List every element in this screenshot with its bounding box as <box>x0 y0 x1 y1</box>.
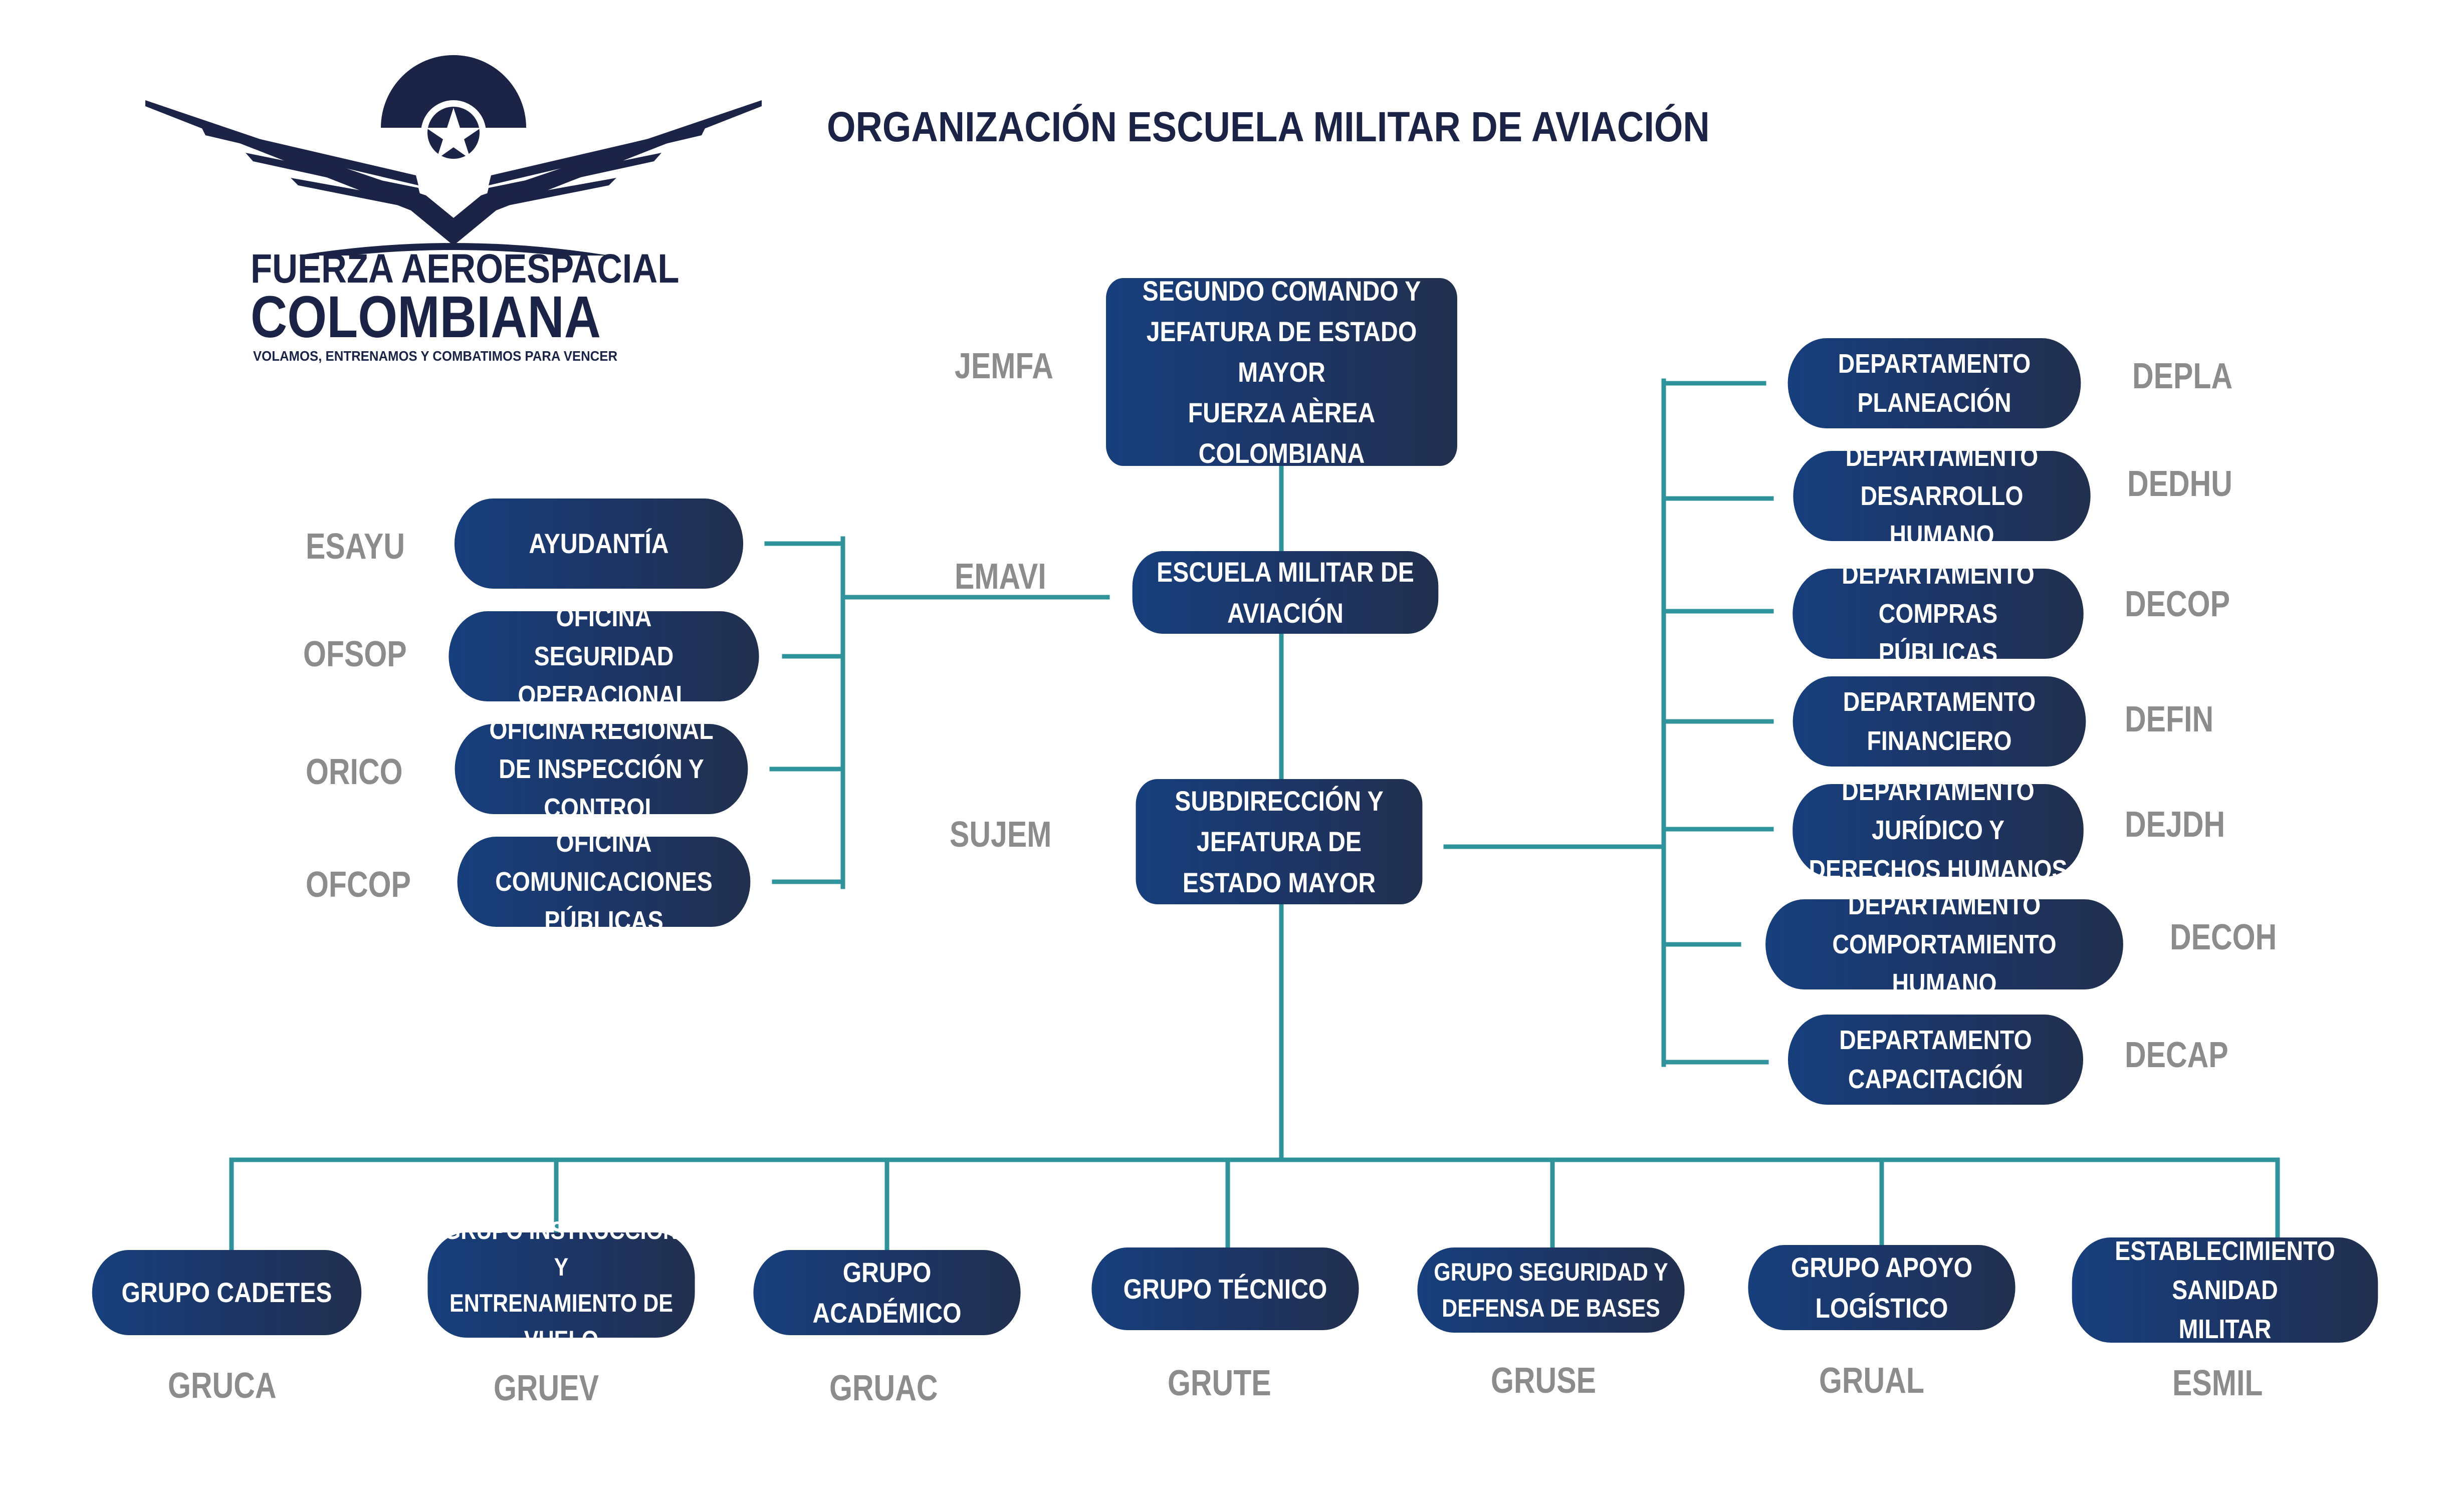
abbr-esayu: ESAYU <box>306 527 405 567</box>
abbr-decoh: DECOH <box>2170 917 2277 957</box>
abbr-ofcop: OFCOP <box>306 865 411 905</box>
abbr-decop: DECOP <box>2125 584 2230 624</box>
fuerza-aeroespacial-logo: FUERZA AEROESPACIAL COLOMBIANA VOLAMOS, … <box>145 45 762 366</box>
node-dejdh: DEPARTAMENTO JURÍDICO Y DERECHOS HUMANOS <box>1793 776 2084 885</box>
node-jemfa: SEGUNDO COMANDO Y JEFATURA DE ESTADO MAY… <box>1106 275 1457 469</box>
abbr-sujem: SUJEM <box>950 815 1052 855</box>
node-gruev: GRUPO INSTRUCCIÓN Y ENTRENAMIENTO DE VUE… <box>427 1216 695 1354</box>
abbr-gruca: GRUCA <box>168 1366 277 1406</box>
abbr-dejdh: DEJDH <box>2125 805 2225 845</box>
node-gruac: GRUPO ACADÉMICO <box>753 1250 1021 1335</box>
abbr-depla: DEPLA <box>2132 356 2233 396</box>
node-grute: GRUPO TÉCNICO <box>1091 1247 1359 1330</box>
abbr-grute: GRUTE <box>1168 1363 1271 1403</box>
node-orico: OFICINA REGIONAL DE INSPECCIÓN Y CONTROL <box>455 715 748 823</box>
abbr-esmil: ESMIL <box>2172 1363 2263 1403</box>
node-decop: DEPARTAMENTO COMPRAS PÚBLICAS <box>1793 560 2084 668</box>
node-decoh: DEPARTAMENTO COMPORTAMIENTO HUMANO <box>1765 890 2123 998</box>
abbr-defin: DEFIN <box>2125 699 2214 739</box>
abbr-decap: DECAP <box>2125 1035 2228 1075</box>
wings-emblem-icon <box>145 55 762 256</box>
node-ofcop: OFICINA COMUNICACIONES PÚBLICAS <box>457 828 751 936</box>
abbr-orico: ORICO <box>306 752 403 792</box>
node-gruse: GRUPO SEGURIDAD Y DEFENSA DE BASES <box>1417 1247 1685 1333</box>
node-esayu: AYUDANTÍA <box>454 498 744 589</box>
abbr-emavi: EMAVI <box>955 557 1046 597</box>
logo-text-line2: COLOMBIANA <box>251 284 601 350</box>
node-decap: DEPARTAMENTO CAPACITACIÓN <box>1787 1015 2084 1105</box>
abbr-ofsop: OFSOP <box>303 634 407 674</box>
node-gruca: GRUPO CADETES <box>92 1250 362 1335</box>
page-title: ORGANIZACIÓN ESCUELA MILITAR DE AVIACIÓN <box>827 103 1710 150</box>
logo-text-line1: FUERZA AEROESPACIAL <box>251 246 680 292</box>
logo-motto: VOLAMOS, ENTRENAMOS Y COMBATIMOS PARA VE… <box>253 348 618 364</box>
node-ofsop: OFICINA SEGURIDAD OPERACIONAL <box>449 602 759 710</box>
abbr-gruac: GRUAC <box>829 1368 938 1408</box>
node-dedhu: DEPARTAMENTO DESARROLLO HUMANO <box>1793 442 2091 550</box>
abbr-gruse: GRUSE <box>1491 1361 1596 1401</box>
node-grual: GRUPO APOYO LOGÍSTICO <box>1748 1245 2015 1330</box>
abbr-dedhu: DEDHU <box>2127 464 2232 504</box>
abbr-jemfa: JEMFA <box>955 346 1053 386</box>
node-defin: DEPARTAMENTO FINANCIERO <box>1793 676 2086 767</box>
abbr-gruev: GRUEV <box>494 1368 599 1408</box>
abbr-grual: GRUAL <box>1819 1361 1924 1401</box>
node-sujem: SUBDIRECCIÓN Y JEFATURA DE ESTADO MAYOR <box>1136 779 1423 904</box>
node-esmil: ESTABLECIMIENTO SANIDAD MILITAR <box>2072 1236 2378 1344</box>
node-depla: DEPARTAMENTO PLANEACIÓN <box>1787 338 2081 428</box>
node-emavi: ESCUELA MILITAR DE AVIACIÓN <box>1132 551 1439 634</box>
